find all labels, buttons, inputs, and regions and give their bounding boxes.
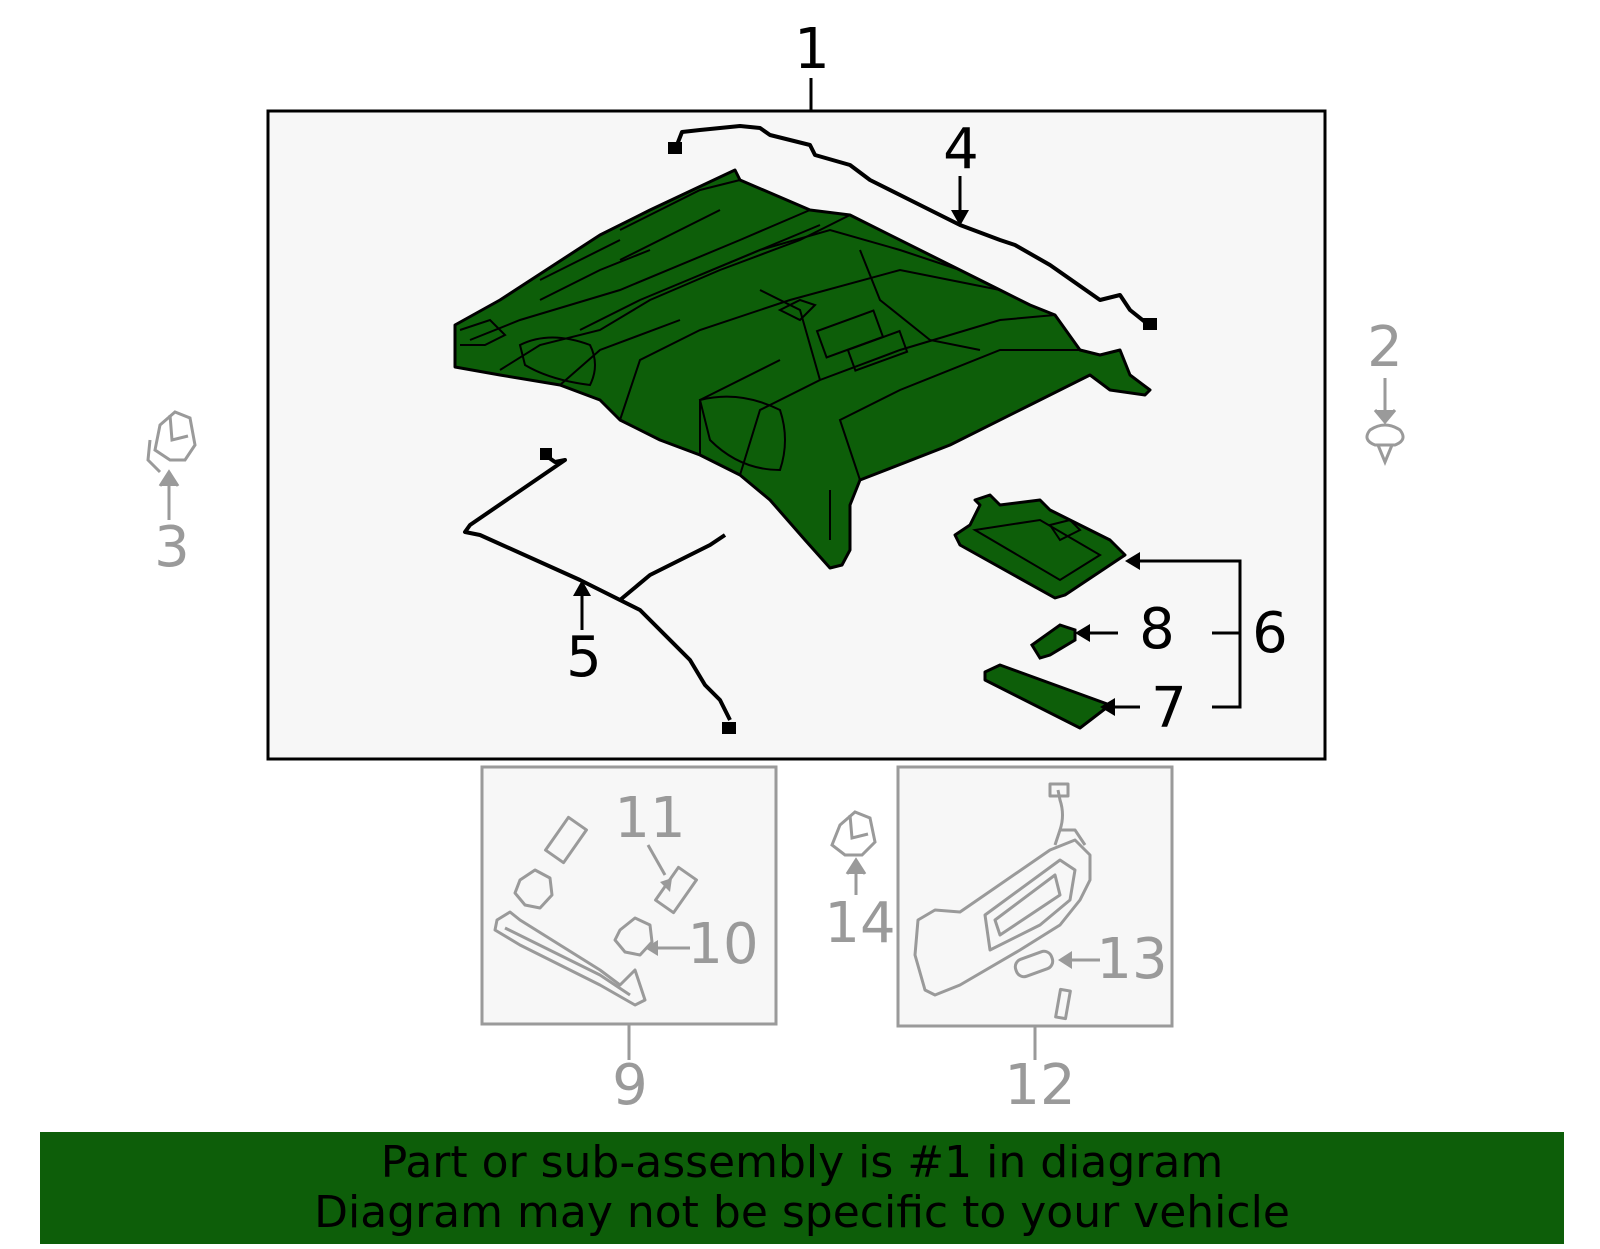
retainer-2 — [1365, 378, 1405, 466]
wire-harness-4 — [673, 124, 1147, 324]
connector-4b — [1143, 318, 1157, 330]
callout-7: 7 — [1151, 676, 1187, 741]
subassembly-frame-12 — [896, 765, 1174, 1028]
callout-1: 1 — [794, 17, 830, 82]
callout-14: 14 — [824, 891, 895, 956]
arrow-5 — [573, 580, 591, 596]
callout-2: 2 — [1367, 315, 1403, 380]
arrow-13 — [1058, 951, 1072, 969]
banner-line-1: Part or sub-assembly is #1 in diagram — [380, 1137, 1224, 1188]
arrow-7 — [1100, 698, 1115, 716]
callout-4: 4 — [943, 117, 979, 182]
connector-5b — [722, 722, 736, 734]
wire-harness-5 — [463, 453, 732, 721]
callout-8: 8 — [1139, 597, 1175, 662]
callout-10: 10 — [687, 912, 758, 977]
banner-line-2: Diagram may not be specific to your vehi… — [314, 1187, 1290, 1238]
arrow-11 — [660, 878, 672, 892]
dome-lamp-6[interactable] — [953, 493, 1127, 600]
grab-handle-9 — [493, 815, 698, 1007]
subassembly-frame-9 — [480, 765, 778, 1026]
arrow-4 — [951, 210, 969, 226]
bulb-8[interactable] — [1029, 623, 1077, 660]
callout-11: 11 — [614, 786, 685, 851]
headliner-part[interactable] — [453, 168, 1152, 570]
callout-3: 3 — [154, 515, 190, 580]
connector-5a — [540, 448, 552, 460]
callout-12: 12 — [1004, 1053, 1075, 1118]
arrow-8 — [1075, 624, 1090, 642]
callout-5: 5 — [566, 625, 602, 690]
arrow-10 — [645, 940, 658, 956]
callout-13: 13 — [1096, 927, 1167, 992]
clip-3 — [146, 410, 197, 520]
notice-banner: Part or sub-assembly is #1 in diagram Di… — [40, 1132, 1564, 1244]
bracket-6 — [1128, 559, 1242, 709]
callout-6: 6 — [1252, 601, 1288, 666]
lens-7[interactable] — [983, 663, 1112, 730]
sun-visor-12 — [913, 782, 1100, 1021]
callout-9: 9 — [612, 1053, 648, 1118]
clip-14 — [830, 810, 877, 895]
arrow-6 — [1125, 552, 1140, 570]
connector-4a — [668, 142, 682, 154]
